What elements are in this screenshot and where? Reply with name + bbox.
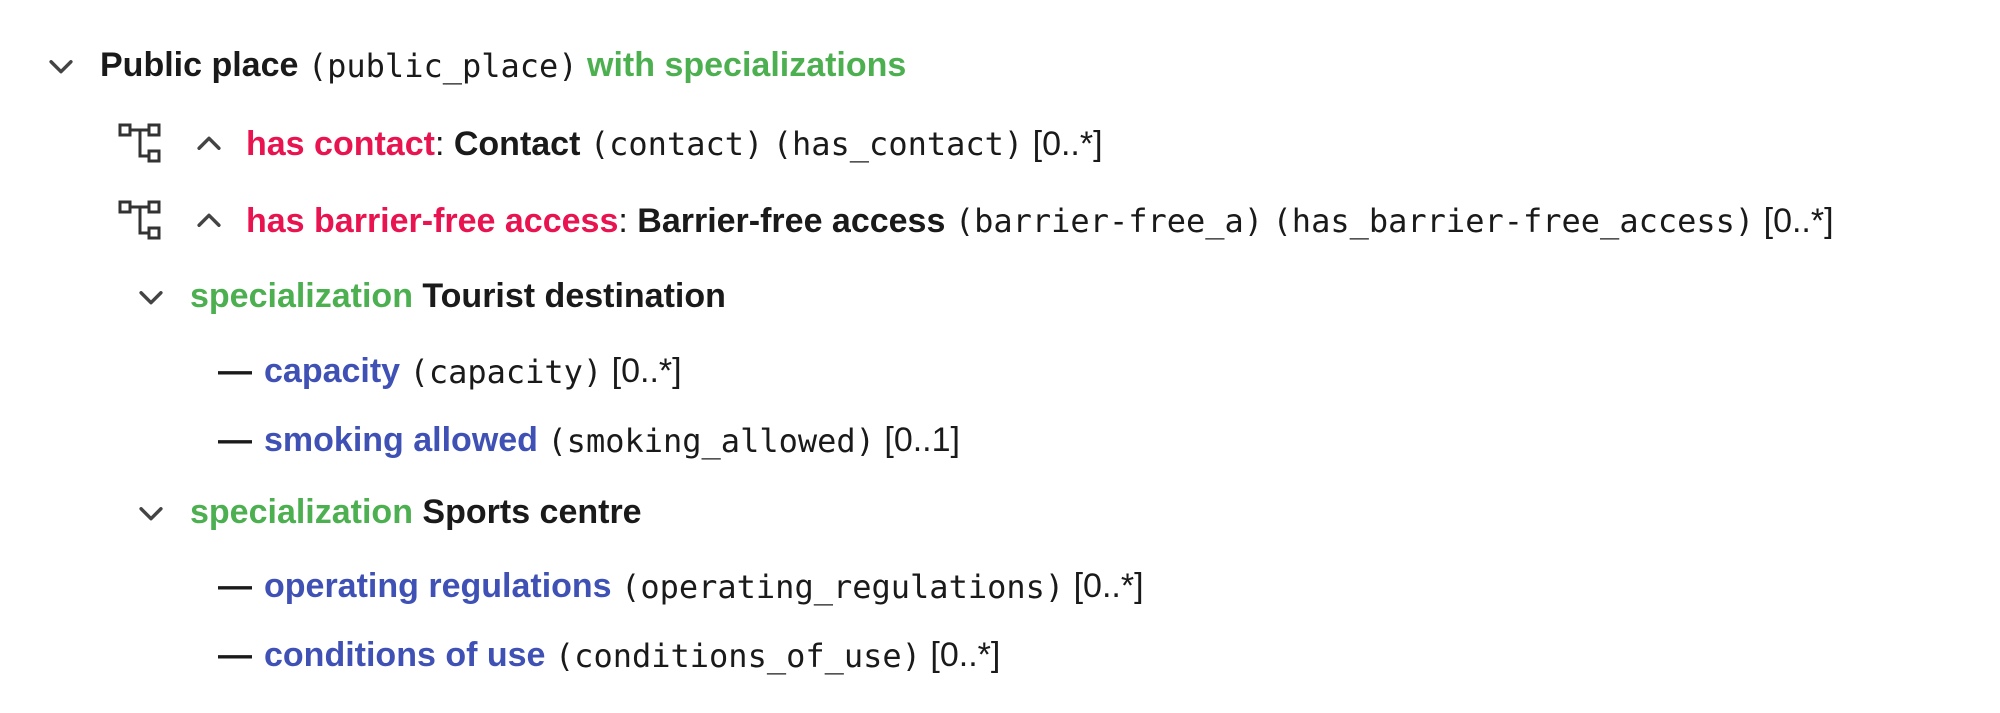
- attribute-label[interactable]: capacity: [264, 352, 401, 390]
- association-code: (has_contact): [772, 125, 1024, 163]
- association-code: (has_barrier-free_access): [1272, 202, 1755, 240]
- association-row: has barrier-free access : Barrier-free a…: [118, 198, 1834, 244]
- specialization-name: Sports centre: [422, 493, 642, 531]
- attribute-dash: —: [218, 636, 252, 674]
- association-cardinality: [0..*]: [1032, 124, 1103, 163]
- association-target: Contact: [453, 124, 581, 163]
- association-row: has contact : Contact (contact) (has_con…: [118, 121, 1103, 167]
- attribute-label[interactable]: smoking allowed: [264, 421, 538, 459]
- specialization-name: Tourist destination: [422, 277, 726, 315]
- attribute-code: (operating_regulations): [621, 567, 1065, 606]
- class-diagram-icon[interactable]: [118, 121, 164, 167]
- attribute-code: (capacity): [409, 352, 603, 391]
- attribute-label[interactable]: operating regulations: [264, 567, 612, 605]
- chevron-up-icon[interactable]: [192, 127, 226, 161]
- root-class-suffix: with specializations: [587, 46, 907, 84]
- class-diagram-icon[interactable]: [118, 198, 164, 244]
- attribute-dash: —: [218, 421, 252, 459]
- specialization-keyword: specialization: [190, 493, 413, 531]
- association-target-code: (barrier-free_a): [954, 202, 1264, 240]
- chevron-up-icon[interactable]: [192, 204, 226, 238]
- association-label[interactable]: has barrier-free access: [246, 201, 619, 240]
- association-label[interactable]: has contact: [246, 124, 435, 163]
- specialization-row: specialization Sports centre: [134, 493, 642, 532]
- chevron-down-icon[interactable]: [134, 496, 168, 530]
- chevron-down-icon[interactable]: [134, 280, 168, 314]
- attribute-cardinality: [0..*]: [930, 636, 1001, 674]
- root-class-code: (public_place): [307, 46, 578, 85]
- attribute-code: (smoking_allowed): [547, 421, 875, 460]
- attribute-label[interactable]: conditions of use: [264, 636, 546, 674]
- attribute-row: — operating regulations (operating_regul…: [218, 567, 1144, 606]
- attribute-row: — conditions of use (conditions_of_use) …: [218, 636, 1000, 675]
- root-class-row: Public place (public_place) with special…: [44, 46, 906, 85]
- attribute-cardinality: [0..*]: [1073, 567, 1144, 605]
- attribute-dash: —: [218, 352, 252, 390]
- chevron-down-icon[interactable]: [44, 49, 78, 83]
- association-target-code: (contact): [589, 125, 764, 163]
- root-class-name: Public place: [100, 46, 299, 84]
- attribute-row: — smoking allowed (smoking_allowed) [0..…: [218, 421, 960, 460]
- specialization-row: specialization Tourist destination: [134, 277, 726, 316]
- association-target: Barrier-free access: [637, 201, 946, 240]
- attribute-cardinality: [0..1]: [884, 421, 960, 459]
- association-separator: :: [618, 201, 628, 240]
- attribute-code: (conditions_of_use): [554, 636, 921, 675]
- association-separator: :: [434, 124, 445, 163]
- specialization-keyword: specialization: [190, 277, 413, 315]
- attribute-row: — capacity (capacity) [0..*]: [218, 352, 682, 391]
- attribute-cardinality: [0..*]: [611, 352, 682, 390]
- attribute-dash: —: [218, 567, 252, 605]
- association-cardinality: [0..*]: [1763, 201, 1834, 240]
